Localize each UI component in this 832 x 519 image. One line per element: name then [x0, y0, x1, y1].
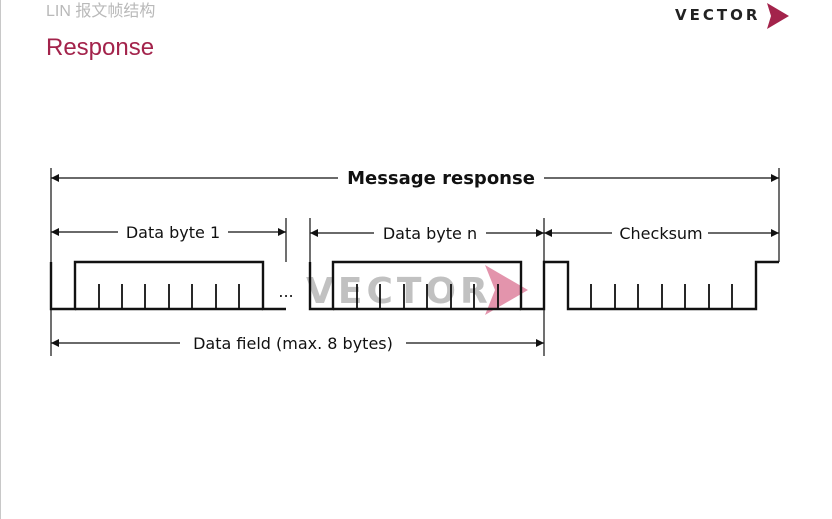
data-byte-1-dimension: [51, 218, 287, 262]
page-title: Response: [46, 34, 155, 61]
left-edge-line: [0, 0, 1, 519]
ellipsis-label: ...: [278, 282, 293, 301]
message-response-dimension: [50, 168, 780, 356]
vector-logo: VECTOR: [675, 2, 805, 30]
data-byte-1-label: Data byte 1: [126, 223, 220, 242]
signal-waveform: [49, 260, 779, 311]
logo-text: VECTOR: [675, 6, 761, 24]
watermark-text: VECTOR: [306, 271, 492, 312]
watermark-chevron: [485, 265, 528, 315]
logo-chevron-icon: [767, 3, 789, 29]
message-response-label: Message response: [347, 168, 535, 189]
watermark: VECTOR: [306, 265, 528, 315]
data-field-label: Data field (max. 8 bytes): [193, 334, 393, 353]
checksum-label: Checksum: [619, 224, 702, 243]
data-byte-n-label: Data byte n: [383, 224, 477, 243]
page-subtitle: LIN 报文帧结构: [46, 3, 156, 20]
